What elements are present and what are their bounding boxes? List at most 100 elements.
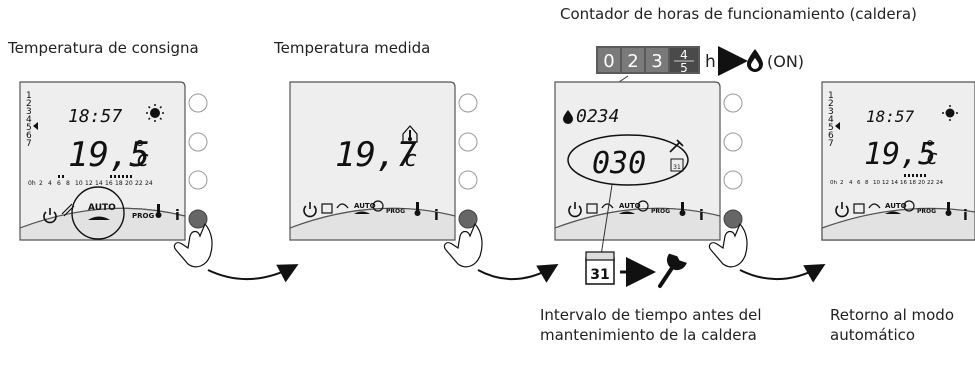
svg-text:6: 6 [26, 131, 32, 141]
svg-text:4: 4 [48, 180, 52, 187]
thermostat-base [554, 207, 721, 241]
prog-label: PROG [386, 208, 405, 215]
svg-text:5: 5 [26, 123, 32, 133]
svg-text:22: 22 [135, 180, 143, 187]
svg-text:3: 3 [26, 107, 32, 117]
wrench-icon [669, 139, 684, 153]
svg-text:6: 6 [828, 131, 834, 141]
side-button-1[interactable] [188, 93, 208, 113]
side-button-3[interactable] [458, 170, 478, 190]
svg-text:12: 12 [85, 180, 93, 187]
wrench-icon [658, 253, 687, 288]
thermostat-maintenance: 0234 030 31 AUTO PROG i [554, 81, 748, 268]
calendar-icon [585, 257, 615, 285]
pressing-hand-icon [708, 222, 748, 268]
auto-mode-label: AUTO [354, 202, 376, 210]
day-indicators: 1 2 3 4 5 6 7 [26, 91, 32, 149]
info-button[interactable] [723, 209, 743, 229]
svg-text:6: 6 [857, 180, 861, 186]
svg-text:2: 2 [840, 180, 844, 186]
svg-text:8: 8 [865, 180, 869, 186]
degree-icon [927, 140, 933, 146]
clock-icon [372, 200, 384, 212]
svg-text:6: 6 [57, 180, 61, 187]
power-icon [43, 208, 57, 224]
power-icon [303, 202, 317, 218]
counter-digit: 2 [627, 51, 638, 72]
info-button[interactable] [458, 209, 478, 229]
info-label: i [434, 208, 439, 224]
counter-wheel [646, 48, 668, 72]
side-button-1[interactable] [458, 93, 478, 113]
svg-text:5: 5 [828, 123, 834, 133]
side-button-3[interactable] [188, 170, 208, 190]
manual-mode-icon [336, 203, 349, 209]
thermometer-icon [945, 202, 952, 216]
info-label: i [963, 208, 968, 224]
manual-mode-icon [868, 203, 881, 209]
power-icon [568, 202, 582, 218]
current-day-marker [835, 122, 840, 130]
svg-text:14: 14 [891, 180, 898, 186]
svg-text:2: 2 [39, 180, 43, 187]
comfort-bars [904, 174, 926, 177]
house-thermometer-icon [402, 125, 418, 143]
calendar-day: 31 [673, 164, 681, 171]
side-button-2[interactable] [723, 132, 743, 152]
counter-unit: h [705, 52, 716, 72]
thermostat-base [19, 207, 186, 241]
clock-time: 18:57 [866, 107, 915, 126]
highlight-ellipse [567, 134, 689, 186]
prog-label: PROG [132, 212, 154, 220]
svg-text:7: 7 [26, 139, 32, 149]
clock-time: 18:57 [68, 106, 122, 127]
sun-icon [942, 105, 958, 121]
hour-counter: 0 2 3 4 5 h (ON) [596, 46, 804, 76]
svg-text:24: 24 [936, 180, 943, 186]
svg-text:14: 14 [95, 180, 103, 187]
svg-text:0h: 0h [830, 180, 837, 186]
svg-text:4: 4 [26, 115, 32, 125]
svg-text:2: 2 [828, 99, 834, 109]
prog-label: PROG [917, 208, 936, 215]
counter-state: (ON) [767, 52, 804, 71]
flame-icon [563, 110, 573, 124]
thermometer-icon [414, 202, 421, 216]
power-icon [835, 202, 849, 218]
temperature-unit: c [136, 147, 149, 172]
absence-icon [853, 203, 865, 214]
current-day-marker [33, 122, 38, 130]
counter-wheel [622, 48, 644, 72]
side-button-1[interactable] [723, 93, 743, 113]
temperature-unit: c [926, 145, 938, 169]
zoom-highlight-circle [71, 186, 125, 240]
absence-icon [586, 203, 598, 214]
sun-icon [146, 104, 164, 122]
side-button-2[interactable] [188, 132, 208, 152]
thermostat-base [821, 207, 975, 241]
maintenance-legend: 31 [585, 251, 687, 288]
setpoint-temperature: 19,5 [864, 137, 936, 172]
svg-text:2: 2 [26, 99, 32, 109]
counter-digit: 0 [603, 51, 614, 72]
auto-mode-label: AUTO [88, 203, 116, 213]
caption-measured-temperature: Temperatura medida [274, 39, 431, 57]
clock-icon [637, 200, 649, 212]
calendar-icon [670, 158, 684, 172]
auto-mode-indicator [88, 216, 110, 220]
side-button-2[interactable] [458, 132, 478, 152]
day-indicators: 1 2 3 4 5 6 7 [828, 91, 834, 149]
side-button-3[interactable] [723, 170, 743, 190]
svg-text:10: 10 [873, 180, 880, 186]
caption-hour-counter: Contador de horas de funcionamiento (cal… [560, 5, 917, 23]
clock-icon [903, 200, 915, 212]
auto-mode-indicator [619, 211, 635, 214]
svg-text:12: 12 [882, 180, 889, 186]
info-button[interactable] [188, 209, 208, 229]
svg-text:22: 22 [927, 180, 934, 186]
svg-text:1: 1 [828, 91, 834, 101]
